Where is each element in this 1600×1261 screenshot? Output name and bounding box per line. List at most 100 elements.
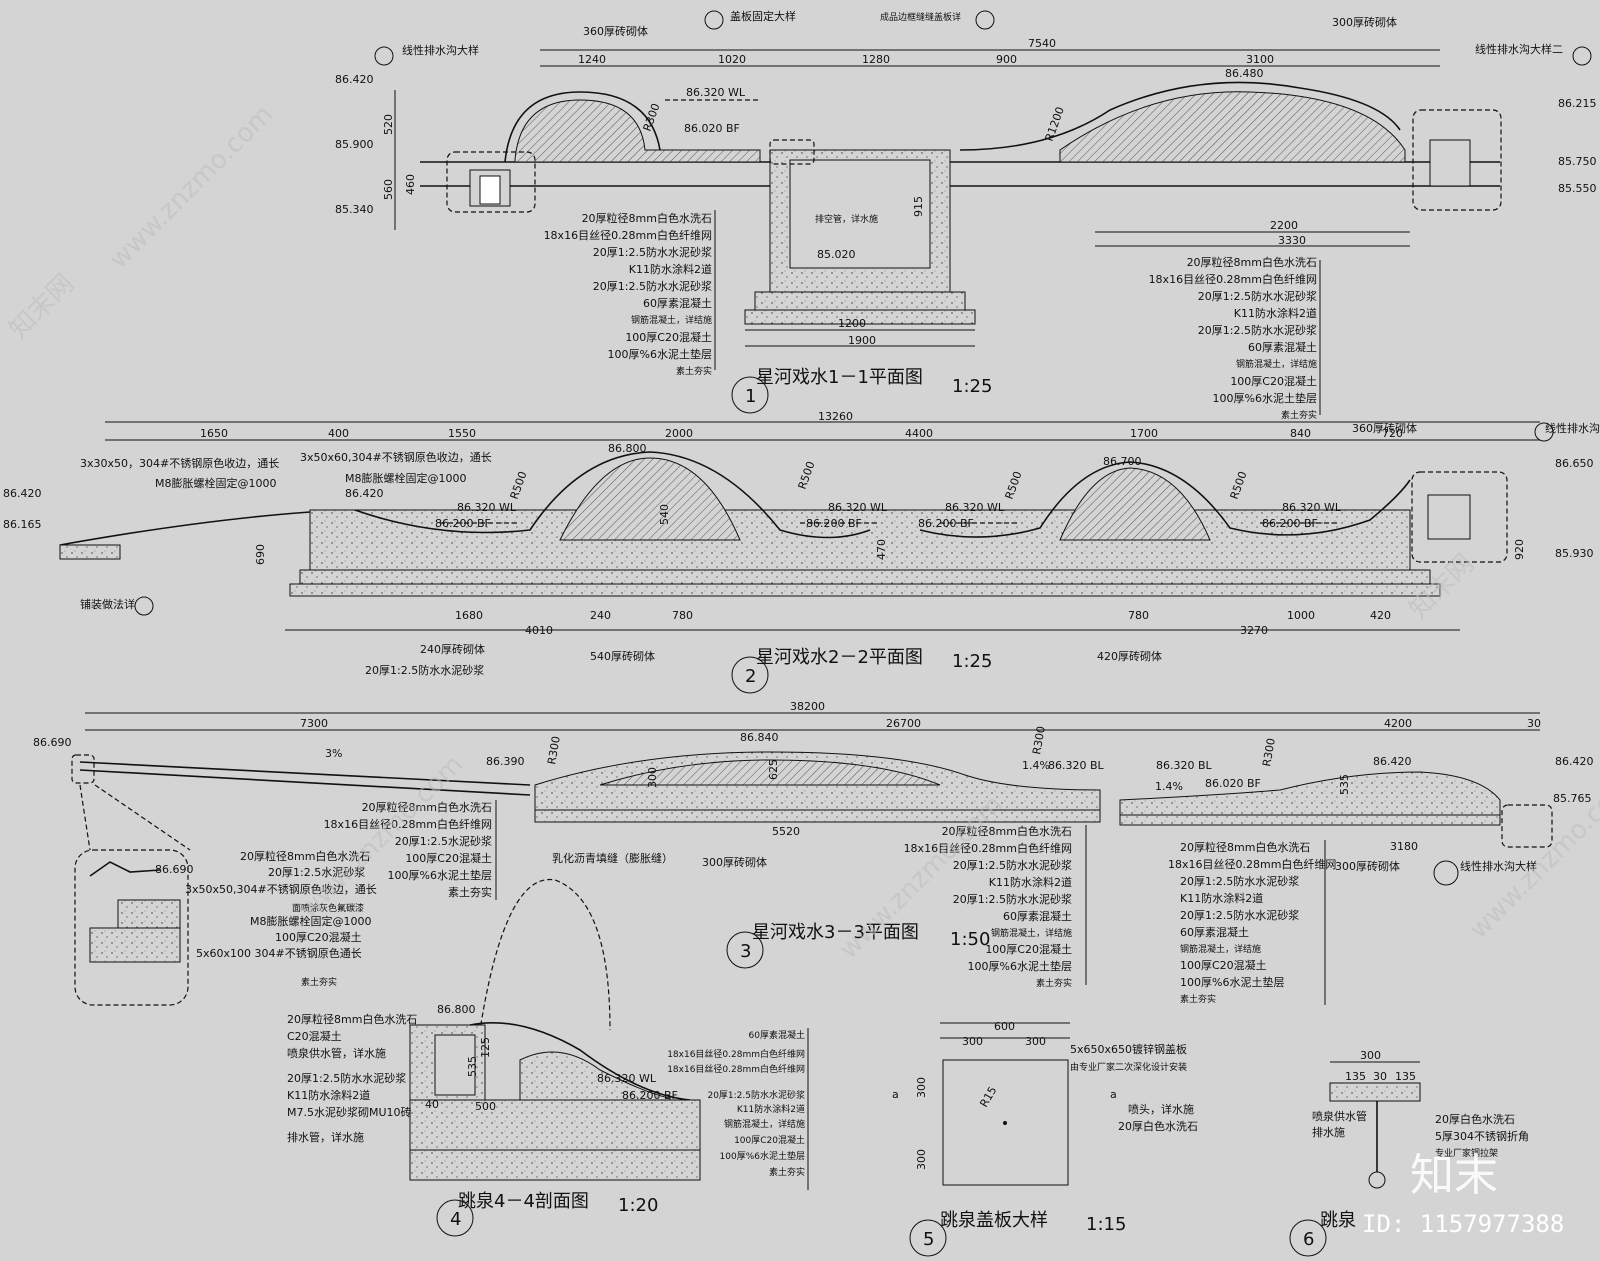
svg-text:780: 780 [672,609,693,622]
svg-text:125: 125 [479,1037,492,1058]
dim-a-total: 7540 [1028,37,1056,50]
svg-text:6: 6 [1303,1229,1314,1250]
layers-4a: 20厚粒径8mm白色水洗石 C20混凝土 喷泉供水管，详水施 20厚1:2.5防… [287,1012,417,1144]
svg-text:3x50x50,304#不锈钢原色收边，通长: 3x50x50,304#不锈钢原色收边，通长 [185,882,377,896]
svg-text:135: 135 [1395,1070,1416,1083]
svg-text:86.320 WL: 86.320 WL [1282,501,1342,514]
svg-text:1000: 1000 [1287,609,1315,622]
svg-text:线性排水沟大样: 线性排水沟大样 [1460,859,1537,873]
section-3: 38200 7300 26700 4200 30 86.690 3% 86.84… [33,700,1594,1006]
svg-text:钢筋混凝土，详结施: 钢筋混凝土，详结施 [991,927,1072,939]
svg-text:M8膨胀螺栓固定@1000: M8膨胀螺栓固定@1000 [155,476,276,490]
svg-text:85.765: 85.765 [1553,792,1592,805]
svg-text:540厚砖砌体: 540厚砖砌体 [590,649,655,663]
svg-text:20厚1:2.5防水水泥砂浆: 20厚1:2.5防水水泥砂浆 [707,1089,805,1101]
ref-r1: 线性排水沟大样 [402,43,479,57]
svg-text:喷泉供水管: 喷泉供水管 [1312,1109,1367,1123]
dim-a10: 2200 [1270,219,1298,232]
label-brick300: 300厚砖砌体 [1332,15,1397,29]
svg-text:20厚白色水洗石: 20厚白色水洗石 [1118,1119,1198,1133]
layers-3a: 20厚粒径8mm白色水洗石 18x16目丝径0.28mm白色纤维网 20厚1:2… [324,800,497,900]
svg-text:86.800: 86.800 [608,442,647,455]
svg-text:R300: R300 [1260,737,1278,767]
dim-a4: 900 [996,53,1017,66]
svg-text:625: 625 [767,759,780,780]
svg-text:100厚%6水泥土垫层: 100厚%6水泥土垫层 [720,1150,805,1162]
svg-text:R500: R500 [1003,470,1025,501]
svg-text:18x16目丝径0.28mm白色纤维网: 18x16目丝径0.28mm白色纤维网 [667,1063,805,1075]
svg-text:4200: 4200 [1384,717,1412,730]
elev-e5: 86.020 BF [684,122,740,135]
svg-text:85.930: 85.930 [1555,547,1594,560]
svg-text:86.200 BF: 86.200 BF [622,1089,678,1102]
svg-text:20厚1:2.5防水水泥砂浆: 20厚1:2.5防水水泥砂浆 [365,663,484,677]
svg-text:18x16目丝径0.28mm白色纤维网: 18x16目丝径0.28mm白色纤维网 [324,817,492,831]
svg-text:20厚1:2.5防水水泥砂浆: 20厚1:2.5防水水泥砂浆 [593,279,712,293]
svg-text:100厚%6水泥土垫层: 100厚%6水泥土垫层 [1180,975,1284,989]
svg-text:1.4%: 1.4% [1155,780,1183,793]
svg-text:100厚C20混凝土: 100厚C20混凝土 [734,1134,805,1146]
svg-text:86.320 WL: 86.320 WL [828,501,888,514]
dim-a21: R300 [641,102,663,133]
svg-text:5x60x100 304#不锈钢原色通长: 5x60x100 304#不锈钢原色通长 [196,946,362,960]
detail-bubble: 86.690 20厚粒径8mm白色水洗石 20厚1:2.5水泥砂浆 3x50x5… [74,784,377,1006]
svg-text:690: 690 [254,544,267,565]
layers-1b: 20厚粒径8mm白色水洗石 18x16目丝径0.28mm白色纤维网 20厚1:2… [1149,255,1321,421]
dim-a12: 1200 [838,317,866,330]
svg-text:540: 540 [658,504,671,525]
svg-text:18x16目丝径0.28mm白色纤维网: 18x16目丝径0.28mm白色纤维网 [544,228,712,242]
title-6: 跳泉 [1320,1210,1356,1231]
svg-text:240: 240 [590,609,611,622]
section-4: 86.800 86.320 WL 86.200 BF 535 500 40 12… [287,878,809,1237]
svg-text:3270: 3270 [1240,624,1268,637]
elev-e6: 86.480 [1225,67,1264,80]
svg-text:K11防水涂料2道: K11防水涂料2道 [1180,891,1263,905]
svg-text:100厚C20混凝土: 100厚C20混凝土 [985,942,1072,956]
svg-text:470: 470 [875,539,888,560]
svg-text:86.320 WL: 86.320 WL [597,1072,657,1085]
watermark-logo: 知末 [1410,1150,1498,1201]
svg-text:100厚C20混凝土: 100厚C20混凝土 [275,930,362,944]
svg-text:38200: 38200 [790,700,825,713]
svg-text:720: 720 [1382,427,1403,440]
dim-a19: 460 [404,174,417,195]
svg-text:100厚C20混凝土: 100厚C20混凝土 [1180,958,1267,972]
svg-text:素土夯实: 素土夯实 [1180,993,1216,1005]
svg-text:线性排水沟大样二: 线性排水沟大样二 [1545,421,1600,435]
ref-r3: 成品边框缝缝盖板详 [880,11,961,23]
svg-text:20厚粒径8mm白色水洗石: 20厚粒径8mm白色水洗石 [582,211,712,225]
svg-text:20厚1:2.5防水水泥砂浆: 20厚1:2.5防水水泥砂浆 [1180,908,1299,922]
svg-text:18x16目丝径0.28mm白色纤维网: 18x16目丝径0.28mm白色纤维网 [1149,272,1317,286]
elev-e3: 85.340 [335,203,374,216]
svg-text:60厚素混凝土: 60厚素混凝土 [643,296,712,310]
svg-text:K11防水涂料2道: K11防水涂料2道 [629,262,712,276]
dim-b-total: 13260 [818,410,853,423]
svg-text:钢筋混凝土，详结施: 钢筋混凝土，详结施 [724,1118,805,1130]
svg-text:20厚粒径8mm白色水洗石: 20厚粒径8mm白色水洗石 [1180,840,1310,854]
svg-text:1650: 1650 [200,427,228,440]
layers-4b: 60厚素混凝土 18x16目丝径0.28mm白色纤维网 18x16目丝径0.28… [667,1028,809,1190]
elev-e8: 85.750 [1558,155,1597,168]
svg-text:420厚砖砌体: 420厚砖砌体 [1097,649,1162,663]
svg-text:30: 30 [1373,1070,1387,1083]
elev-e7: 86.215 [1558,97,1597,110]
svg-text:300厚砖砌体: 300厚砖砌体 [1335,859,1400,873]
svg-text:18x16目丝径0.28mm白色纤维网: 18x16目丝径0.28mm白色纤维网 [904,841,1072,855]
elev-e4: 86.320 WL [686,86,746,99]
svg-text:3%: 3% [325,747,342,760]
svg-text:20厚粒径8mm白色水洗石: 20厚粒径8mm白色水洗石 [240,849,370,863]
svg-text:240厚砖砌体: 240厚砖砌体 [420,642,485,656]
layers-3b: 20厚粒径8mm白色水洗石 18x16目丝径0.28mm白色纤维网 20厚1:2… [904,824,1087,989]
svg-text:铺装做法详: 铺装做法详 [80,597,135,611]
svg-text:a: a [1110,1088,1117,1101]
title-4: 跳泉4－4剖面图 [458,1191,589,1212]
svg-text:86.840: 86.840 [740,731,779,744]
title-1: 星河戏水1－1平面图 [756,367,923,388]
svg-text:4: 4 [450,1209,461,1230]
elev-e1: 86.420 [335,73,374,86]
svg-text:20厚1:2.5防水水泥砂浆: 20厚1:2.5防水水泥砂浆 [953,892,1072,906]
svg-text:20厚1:2.5防水水泥砂浆: 20厚1:2.5防水水泥砂浆 [593,245,712,259]
svg-text:1550: 1550 [448,427,476,440]
svg-text:5厚304不锈钢折角: 5厚304不锈钢折角 [1435,1129,1529,1143]
svg-text:100厚%6水泥土垫层: 100厚%6水泥土垫层 [968,959,1072,973]
